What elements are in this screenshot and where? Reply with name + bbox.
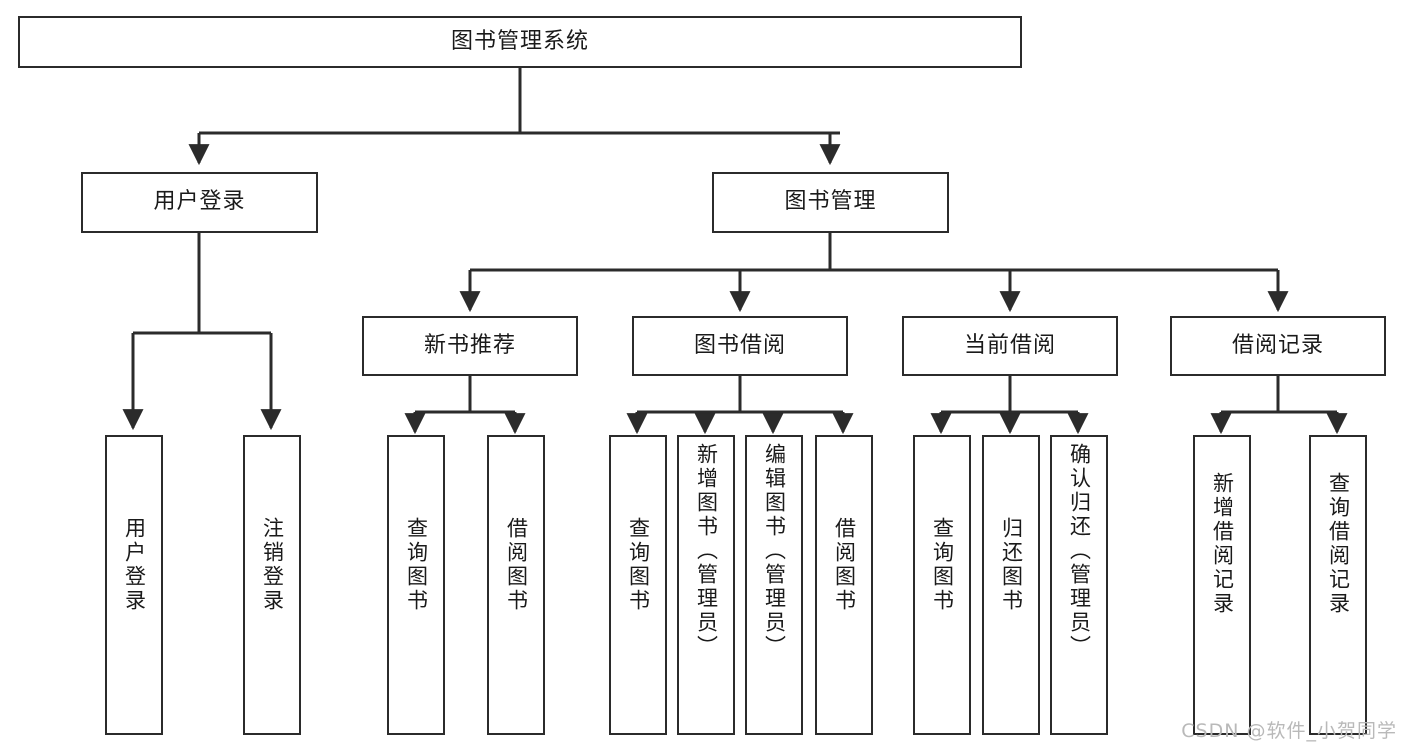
leaf-label: 确认归还（管理员） (1067, 443, 1092, 659)
leaf-confirm-return-admin[interactable]: 确认归还（管理员） (1050, 435, 1108, 735)
leaf-query-books-current[interactable]: 查询图书 (913, 435, 971, 735)
leaf-user-login[interactable]: 用户登录 (105, 435, 163, 735)
leaf-label: 借阅图书 (832, 517, 857, 613)
leaf-add-borrow-record[interactable]: 新增借阅记录 (1193, 435, 1251, 735)
node-label: 图书管理系统 (450, 28, 589, 54)
leaf-add-book-admin[interactable]: 新增图书（管理员） (677, 435, 735, 735)
node-new-book-recommendation[interactable]: 新书推荐 (362, 316, 578, 376)
node-label: 借阅记录 (1231, 332, 1324, 358)
leaf-borrow-books-borrow[interactable]: 借阅图书 (815, 435, 873, 735)
node-book-management[interactable]: 图书管理 (712, 172, 949, 233)
leaf-query-books-newbook[interactable]: 查询图书 (387, 435, 445, 735)
node-user-login[interactable]: 用户登录 (81, 172, 318, 233)
node-book-borrowing[interactable]: 图书借阅 (632, 316, 848, 376)
leaf-query-borrow-record[interactable]: 查询借阅记录 (1309, 435, 1367, 735)
leaf-label: 用户登录 (122, 517, 147, 613)
node-label: 当前借阅 (963, 332, 1056, 358)
leaf-label: 查询图书 (626, 517, 651, 613)
node-label: 图书借阅 (693, 332, 786, 358)
node-label: 图书管理 (784, 189, 877, 215)
leaf-label: 新增借阅记录 (1210, 472, 1235, 616)
leaf-label: 注销登录 (260, 517, 285, 613)
leaf-label: 新增图书（管理员） (694, 443, 719, 659)
node-borrow-records[interactable]: 借阅记录 (1170, 316, 1386, 376)
leaf-label: 归还图书 (999, 517, 1024, 613)
leaf-label: 查询图书 (404, 517, 429, 613)
leaf-borrow-books-newbook[interactable]: 借阅图书 (487, 435, 545, 735)
leaf-logout[interactable]: 注销登录 (243, 435, 301, 735)
leaf-label: 借阅图书 (504, 517, 529, 613)
leaf-label: 查询借阅记录 (1326, 472, 1351, 616)
leaf-label: 查询图书 (930, 517, 955, 613)
node-label: 用户登录 (153, 189, 246, 215)
node-root-book-management-system[interactable]: 图书管理系统 (18, 16, 1022, 68)
node-label: 新书推荐 (423, 332, 516, 358)
leaf-label: 编辑图书（管理员） (762, 443, 787, 659)
node-current-borrowing[interactable]: 当前借阅 (902, 316, 1118, 376)
leaf-return-books[interactable]: 归还图书 (982, 435, 1040, 735)
leaf-edit-book-admin[interactable]: 编辑图书（管理员） (745, 435, 803, 735)
leaf-query-books-borrow[interactable]: 查询图书 (609, 435, 667, 735)
